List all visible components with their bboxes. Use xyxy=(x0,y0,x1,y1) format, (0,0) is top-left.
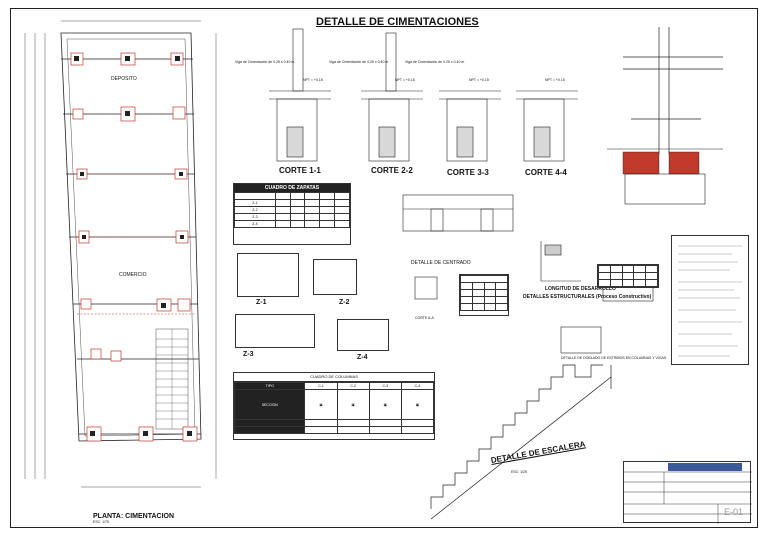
corte-label: CORTE 4-4 xyxy=(525,168,567,177)
cortes-drawings xyxy=(269,28,578,162)
notes-panel xyxy=(671,235,749,365)
room-label: DEPOSITO xyxy=(111,76,137,82)
zapatas-table-title: CUADRO DE ZAPATAS xyxy=(234,184,350,192)
mini-table xyxy=(597,264,659,288)
table-row: Z-4 xyxy=(234,220,276,228)
zapata-label: Z-4 xyxy=(357,354,368,361)
beam-note: Viga de Cimentación de 0.25 x 0.40 m xyxy=(235,60,295,64)
npt-label: NPT = +0.15 xyxy=(395,78,415,82)
centrado-detail xyxy=(402,194,514,300)
columnas-table-title: CUADRO DE COLUMNAS xyxy=(234,373,434,382)
beam-note: Viga de Cimentación de 0.25 x 0.40 m xyxy=(329,60,389,64)
small-table xyxy=(459,274,509,316)
zapatas-table: CUADRO DE ZAPATAS Z-1 Z-2 Z-3 Z-4 xyxy=(233,183,351,245)
zapata-label: Z-2 xyxy=(339,299,350,306)
plan-title: PLANTA: CIMENTACION xyxy=(93,513,175,520)
title-block: E-01 xyxy=(623,461,752,524)
desarrollo-title: LONGITUD DE DESARROLLO xyxy=(545,286,616,292)
beam-note: Viga de Cimentación de 0.25 x 0.40 m xyxy=(405,60,465,64)
estribos-title: DETALLE DE DOBLADO DE ESTRIBOS EN COLUMN… xyxy=(561,356,667,360)
room-label: COMERCIO xyxy=(119,272,147,278)
zapata-drawing xyxy=(313,259,357,295)
corte-label: CORTE 2-2 xyxy=(371,166,413,175)
stair-detail xyxy=(430,364,612,520)
corte-label: CORTE 3-3 xyxy=(447,168,489,177)
zapata-drawing xyxy=(235,314,315,348)
npt-label: NPT = +0.15 xyxy=(469,78,489,82)
sheet-code: E-01 xyxy=(724,507,744,517)
npt-label: NPT = +0.15 xyxy=(303,78,323,82)
columnas-table: CUADRO DE COLUMNAS TIPO C-1 C-2 C-3 C-4 … xyxy=(233,372,435,440)
page-title: DETALLE DE CIMENTACIONES xyxy=(316,16,479,28)
foundation-plan xyxy=(24,20,217,488)
zapata-label: Z-1 xyxy=(256,299,267,306)
table-row-label: SECCION xyxy=(233,389,306,420)
column-elevation xyxy=(607,27,723,205)
zapata-drawing xyxy=(237,253,299,297)
zapata-label: Z-3 xyxy=(243,351,254,358)
estructurales-title: DETALLES ESTRUCTURALES (Proceso Construc… xyxy=(523,294,652,300)
zapata-drawing xyxy=(337,319,389,351)
centrado-title: DETALLE DE CENTRADO xyxy=(411,260,471,266)
plan-scale: ESC: 1/75 xyxy=(93,520,109,524)
stair-scale: ESC: 1/25 xyxy=(511,470,527,474)
drawing-sheet: DEPOSITO COMERCIO PLANTA: CIMENTACION ES… xyxy=(10,8,758,528)
npt-label: NPT = +0.15 xyxy=(545,78,565,82)
corte-aa-label: CORTE A-A xyxy=(415,316,434,320)
corte-label: CORTE 1-1 xyxy=(279,166,321,175)
